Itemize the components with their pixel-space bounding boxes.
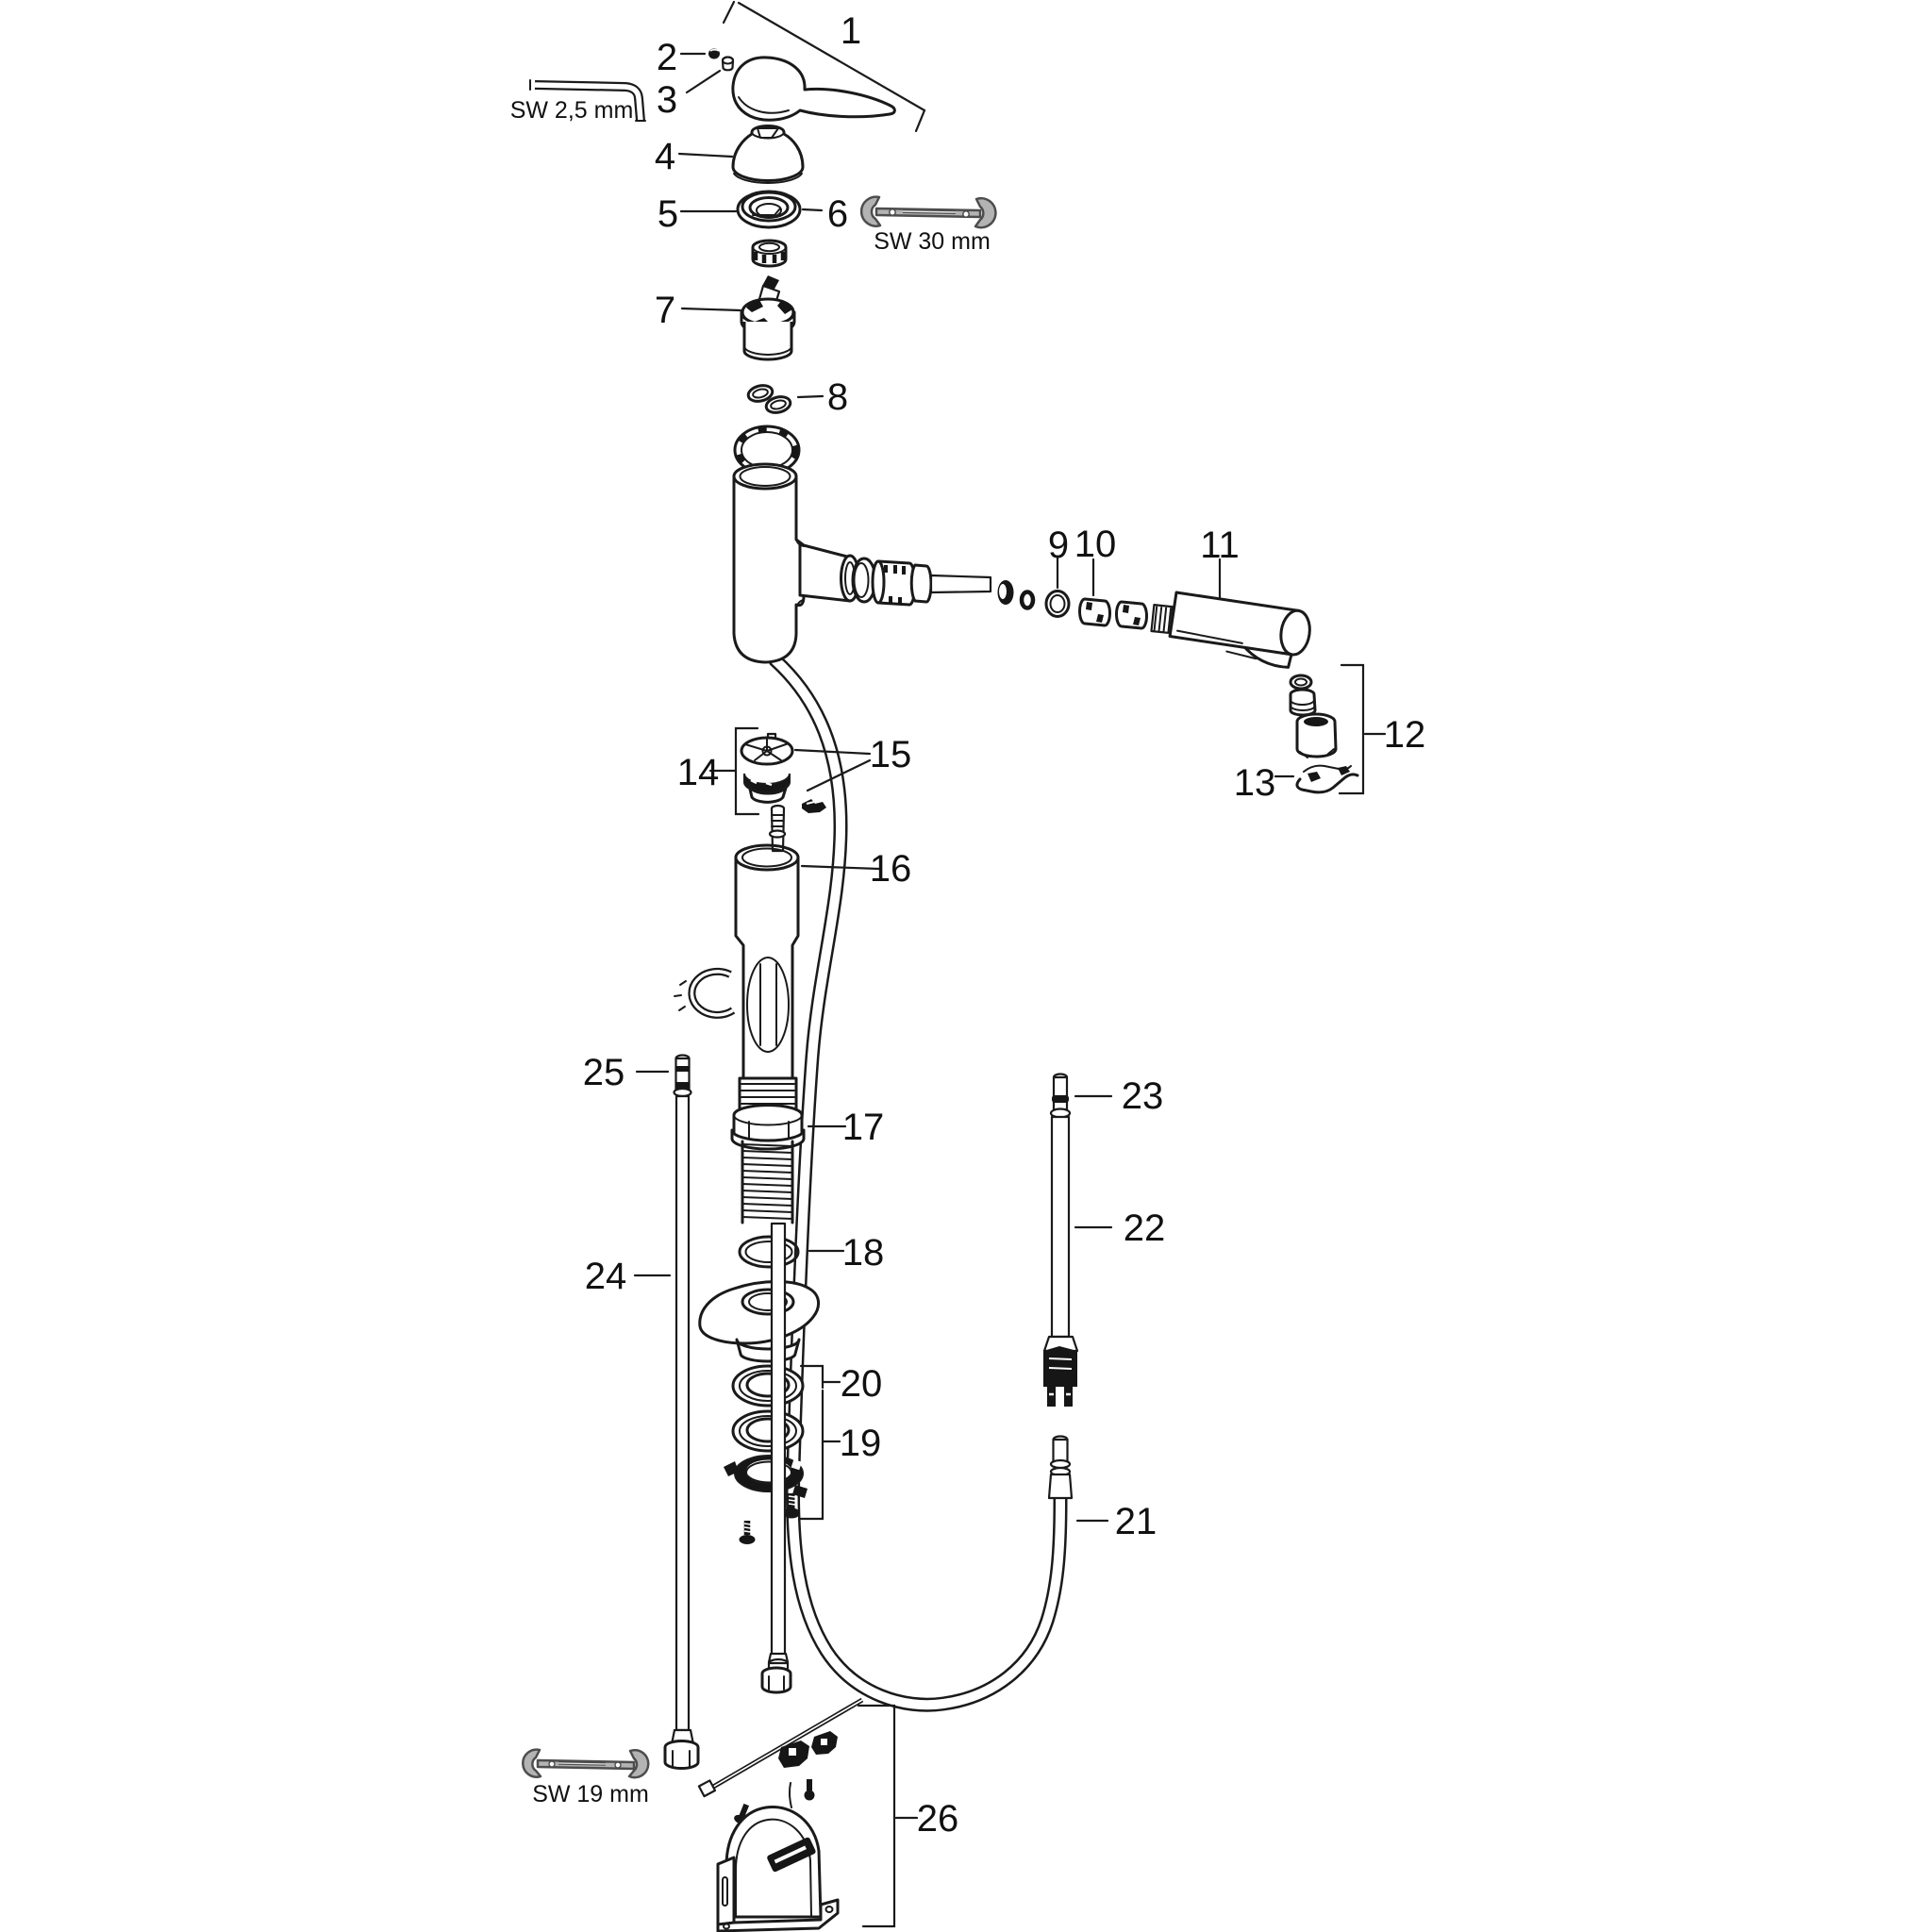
part-7-cartridge: [740, 275, 796, 361]
open-end-wrench-30mm: [859, 195, 997, 229]
part-13-clip: [1295, 764, 1359, 794]
label-24: 24: [585, 1256, 627, 1297]
label-4: 4: [655, 136, 675, 177]
part-17-shank: [730, 1104, 806, 1224]
part-9-o-ring: [1044, 590, 1071, 618]
part-3-plug: [721, 56, 735, 72]
part-24-supply-pipe: [663, 1054, 700, 1770]
label-22: 22: [1124, 1208, 1166, 1249]
part-number-labels: 1 2 3 4 5 6 7 8 9 10 11 12 13 14 15 16 1…: [583, 10, 1426, 1840]
part-22-outlet-hose: [1042, 1073, 1079, 1407]
bracket-part-1: [722, 0, 926, 133]
label-7: 7: [655, 290, 675, 331]
label-16: 16: [870, 848, 912, 890]
label-23: 23: [1122, 1075, 1164, 1117]
supply-shaft: [760, 1222, 792, 1694]
label-2: 2: [657, 37, 677, 78]
wrench-30mm-label: SW 30 mm: [874, 228, 991, 255]
part-14-check-valve: [740, 732, 794, 804]
leader-15a: [793, 748, 872, 756]
wrench-19mm-label: SW 19 mm: [532, 1781, 649, 1807]
label-10: 10: [1074, 524, 1117, 565]
label-11: 11: [1200, 525, 1240, 566]
label-13: 13: [1234, 762, 1276, 804]
label-17: 17: [842, 1107, 885, 1148]
pullout-hose-core: [771, 656, 1065, 1710]
open-end-wrench-19mm: [522, 1748, 650, 1779]
label-5: 5: [658, 193, 678, 235]
label-20: 20: [841, 1363, 883, 1405]
c-clip: [674, 967, 736, 1019]
label-18: 18: [842, 1232, 885, 1274]
bracket-part-26: [857, 1704, 919, 1928]
leader-16: [800, 864, 881, 871]
bracket-part-14: [734, 726, 760, 816]
label-8: 8: [827, 376, 848, 418]
leader-6: [801, 208, 824, 212]
label-21: 21: [1115, 1501, 1158, 1542]
leader-4: [677, 152, 734, 158]
part-18-o-ring: [738, 1235, 800, 1269]
hose-guide-stem: [768, 804, 787, 853]
faucet-body: [732, 462, 860, 664]
part-8-o-rings: [746, 384, 792, 414]
label-15: 15: [870, 734, 912, 775]
label-19: 19: [840, 1423, 882, 1464]
part-15-clip: [802, 799, 826, 813]
clamp-screw-right: [783, 1493, 800, 1519]
part-2-grub-screw: [708, 48, 720, 59]
part-4-handle-cap: [731, 125, 805, 184]
allen-key-label: SW 2,5 mm: [510, 97, 634, 124]
clamp-screw-left: [739, 1521, 756, 1544]
label-25: 25: [583, 1052, 625, 1093]
part-26-hose-weight-assembly: [697, 1697, 864, 1932]
part-11-spray-head: [1168, 591, 1311, 669]
bracket-part-20: [799, 1364, 841, 1390]
leader-lines: [633, 52, 1295, 1523]
pullout-hose-path: [768, 653, 1068, 1712]
label-12: 12: [1384, 714, 1426, 756]
label-6: 6: [827, 193, 848, 235]
part-16-dip-tube: [734, 843, 800, 1112]
tool-size-labels: SW 2,5 mm SW 30 mm SW 19 mm: [510, 97, 991, 1807]
part-5-lock-nut: [751, 239, 788, 268]
bracket-part-12: [1338, 663, 1387, 795]
part-19-washer: [731, 1409, 805, 1453]
part-1-handle-lever: [731, 56, 896, 122]
label-9: 9: [1048, 525, 1069, 566]
label-3: 3: [657, 79, 677, 121]
part-12-aerator-stack: [1289, 674, 1338, 758]
leader-15b: [806, 758, 872, 792]
bracket-part-19: [798, 1389, 841, 1521]
part-20-washer: [731, 1364, 805, 1407]
part-5-ring-nut: [736, 190, 802, 229]
label-1: 1: [841, 10, 861, 52]
allen-key-sw25: [529, 79, 646, 122]
label-26: 26: [917, 1798, 959, 1840]
leader-7: [680, 307, 742, 312]
spout-collar-parts: [851, 557, 1036, 610]
leader-3: [685, 69, 722, 94]
part-21-hose-end: [1047, 1435, 1074, 1500]
leader-8: [796, 394, 824, 399]
label-14: 14: [677, 752, 720, 793]
part-10-bushings: [1078, 597, 1174, 635]
part-19-clamp-ring: [724, 1455, 808, 1498]
